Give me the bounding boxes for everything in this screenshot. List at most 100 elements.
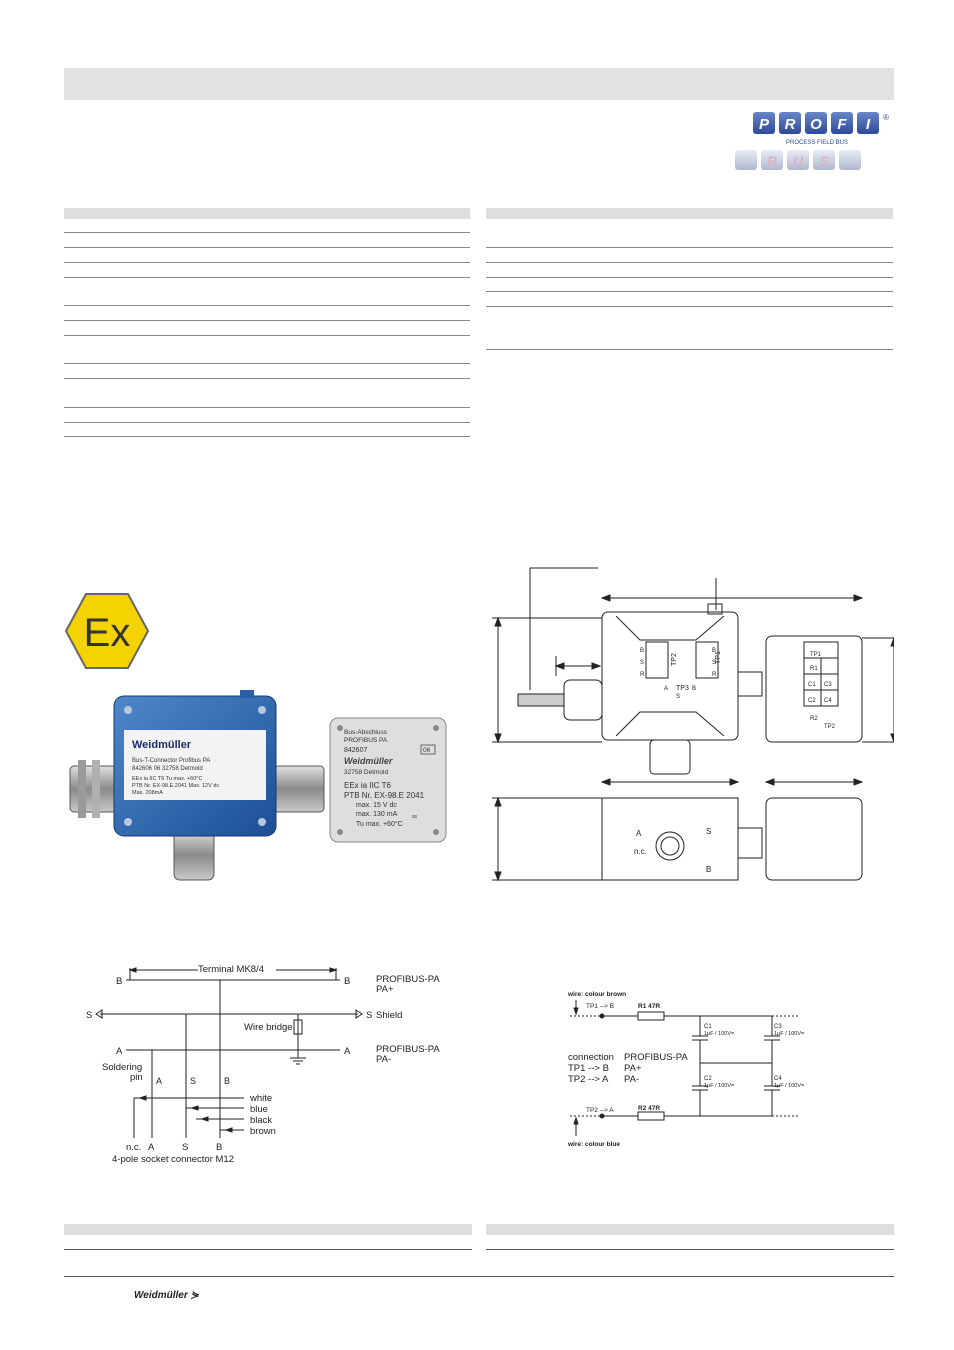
svg-text:B: B bbox=[224, 1076, 230, 1086]
svg-text:PA-: PA- bbox=[376, 1054, 391, 1065]
svg-text:A: A bbox=[344, 1046, 351, 1057]
svg-text:TP2: TP2 bbox=[824, 724, 836, 730]
svg-text:32758 Detmold: 32758 Detmold bbox=[344, 769, 388, 776]
svg-text:R: R bbox=[712, 672, 717, 678]
svg-text:A: A bbox=[156, 1076, 162, 1086]
svg-text:R1 47R: R1 47R bbox=[638, 1003, 660, 1010]
svg-text:EEx ia IIC T6 Tu max. +: EEx ia IIC T6 Tu max. +60°C bbox=[132, 776, 202, 782]
svg-text:4-pole socket connector M12: 4-pole socket connector M12 bbox=[112, 1154, 234, 1165]
svg-text:Bus-Abschluss: Bus-Abschluss bbox=[344, 729, 388, 736]
svg-text:PROFIBUS PA: PROFIBUS PA bbox=[344, 737, 388, 744]
svg-text:max. 15 V dc: max. 15 V dc bbox=[356, 802, 397, 809]
bus-letter-tiles: B U S bbox=[735, 150, 861, 170]
svg-text:TP2 --> A: TP2 --> A bbox=[568, 1074, 609, 1085]
svg-text:S: S bbox=[182, 1142, 188, 1153]
left-bottom-rule bbox=[64, 1249, 472, 1250]
svg-text:B: B bbox=[344, 976, 350, 987]
footer-rule bbox=[64, 1276, 894, 1277]
profi-letter: F bbox=[837, 116, 847, 133]
svg-text:PTB Nr. EX-98.E 2041: PTB Nr. EX-98.E 2041 bbox=[344, 791, 425, 800]
svg-text:1µF / 100V=: 1µF / 100V= bbox=[704, 1031, 734, 1037]
svg-text:1µF / 100V=: 1µF / 100V= bbox=[774, 1031, 804, 1037]
product-photo: Weidmüller Bus-T-Connector Profibus PA 8… bbox=[68, 690, 468, 890]
svg-text:max. 130 mA: max. 130 mA bbox=[356, 811, 398, 818]
svg-text:B: B bbox=[692, 686, 696, 692]
header-banner bbox=[64, 68, 894, 100]
svg-text:connection: connection bbox=[568, 1052, 614, 1063]
svg-text:S: S bbox=[706, 827, 711, 836]
svg-text:TP1: TP1 bbox=[810, 652, 822, 658]
footer-brand-text: Weidmüller bbox=[134, 1290, 188, 1301]
svg-text:ss: ss bbox=[412, 814, 418, 820]
svg-text:842607: 842607 bbox=[344, 747, 367, 754]
svg-text:S: S bbox=[712, 660, 716, 666]
svg-text:blue: blue bbox=[250, 1104, 268, 1115]
right-bottom-rule bbox=[486, 1249, 894, 1250]
svg-text:Weidmüller: Weidmüller bbox=[132, 739, 192, 751]
svg-text:wire: colour blue: wire: colour blue bbox=[567, 1141, 620, 1148]
footer-brand: Weidmüller ⋟ bbox=[134, 1290, 199, 1301]
svg-text:1µF / 100V=: 1µF / 100V= bbox=[774, 1083, 804, 1089]
svg-text:06: 06 bbox=[423, 747, 431, 754]
svg-text:PROFIBUS-PA: PROFIBUS-PA bbox=[624, 1052, 688, 1063]
profi-letter-tiles: P R O F I bbox=[753, 112, 879, 134]
svg-text:TP1 --> B: TP1 --> B bbox=[586, 1003, 614, 1010]
svg-text:B: B bbox=[216, 1142, 222, 1153]
svg-text:Terminal MK8/4: Terminal MK8/4 bbox=[198, 964, 264, 975]
profi-letter: P bbox=[759, 116, 770, 133]
svg-text:Wire bridge: Wire bridge bbox=[244, 1022, 293, 1033]
svg-text:A: A bbox=[148, 1142, 155, 1153]
svg-text:n.c.: n.c. bbox=[634, 847, 647, 856]
svg-text:A: A bbox=[664, 686, 668, 692]
svg-text:PA-: PA- bbox=[624, 1074, 639, 1085]
circuit-diagram: wire: colour brown TP1 --> B R1 47R C1 1… bbox=[566, 986, 816, 1152]
svg-text:R2 47R: R2 47R bbox=[638, 1105, 660, 1112]
svg-text:wire: colour brown: wire: colour brown bbox=[567, 991, 626, 998]
svg-text:R2: R2 bbox=[810, 716, 818, 722]
svg-text:C4: C4 bbox=[774, 1076, 782, 1082]
svg-text:TP2 --> A: TP2 --> A bbox=[586, 1107, 614, 1114]
bus-letter: U bbox=[793, 153, 804, 169]
left-bottom-header bbox=[64, 1224, 472, 1235]
right-bottom-header bbox=[486, 1224, 894, 1235]
svg-text:PA+: PA+ bbox=[624, 1063, 642, 1074]
svg-text:Soldering: Soldering bbox=[102, 1062, 142, 1073]
svg-text:S: S bbox=[190, 1076, 196, 1086]
ex-symbol: Ex bbox=[64, 592, 150, 670]
svg-text:B: B bbox=[712, 648, 716, 654]
svg-text:PROFIBUS-PA: PROFIBUS-PA bbox=[376, 974, 440, 985]
svg-text:S: S bbox=[86, 1010, 92, 1021]
svg-text:TP1: TP1 bbox=[715, 651, 722, 664]
svg-text:black: black bbox=[250, 1115, 272, 1126]
svg-text:PROFIBUS-PA: PROFIBUS-PA bbox=[376, 1044, 440, 1055]
svg-text:Ex: Ex bbox=[84, 611, 131, 655]
profi-letter: O bbox=[810, 116, 822, 133]
svg-text:B: B bbox=[640, 648, 644, 654]
wiring-diagram: Terminal MK8/4 B B PROFIBUS-PA PA+ S S S… bbox=[86, 958, 466, 1168]
svg-text:B: B bbox=[706, 865, 711, 874]
svg-text:C3: C3 bbox=[774, 1024, 782, 1030]
svg-text:EEx ia IIC T6: EEx ia IIC T6 bbox=[344, 781, 392, 790]
weidmuller-mark-icon: ⋟ bbox=[190, 1290, 199, 1301]
svg-text:R: R bbox=[640, 672, 645, 678]
profi-letter: I bbox=[866, 116, 871, 133]
svg-text:Max. 208mA: Max. 208mA bbox=[132, 790, 163, 796]
svg-text:C3: C3 bbox=[824, 682, 832, 688]
svg-text:C2: C2 bbox=[704, 1076, 712, 1082]
svg-text:PA+: PA+ bbox=[376, 984, 394, 995]
bus-letter: S bbox=[819, 153, 829, 169]
svg-text:C1: C1 bbox=[808, 682, 816, 688]
svg-text:Weidmüller: Weidmüller bbox=[344, 756, 393, 766]
svg-text:1µF / 100V=: 1µF / 100V= bbox=[704, 1083, 734, 1089]
svg-text:C1: C1 bbox=[704, 1024, 712, 1030]
svg-text:TP2: TP2 bbox=[671, 653, 678, 666]
profi-letter: R bbox=[785, 116, 796, 133]
left-spec-header bbox=[64, 208, 470, 219]
svg-text:A: A bbox=[636, 829, 642, 838]
svg-text:S: S bbox=[640, 660, 644, 666]
dimension-drawing: TP2 TP1 TP3 B S R B S R A S B TP1 R1 C1 … bbox=[490, 560, 898, 884]
svg-text:brown: brown bbox=[250, 1126, 276, 1137]
svg-text:A: A bbox=[116, 1046, 123, 1057]
profibus-logo: P R O F I ® PROCESS FIELD BUS B U S bbox=[735, 110, 895, 180]
svg-text:®: ® bbox=[883, 113, 889, 122]
